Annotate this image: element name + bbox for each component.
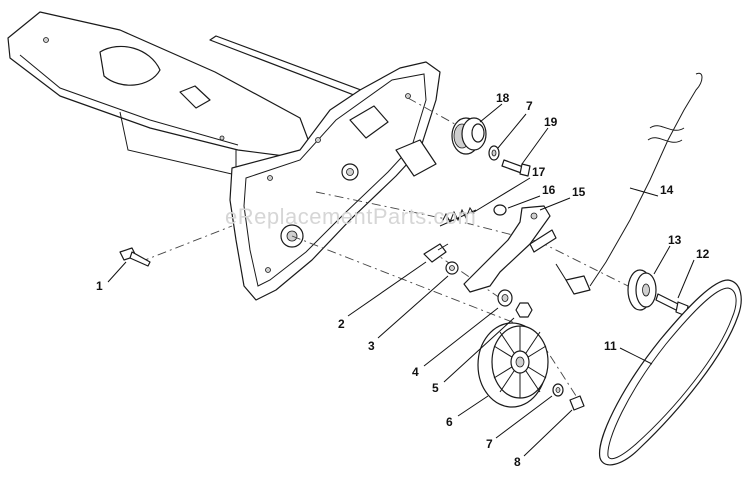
callout-1: 1 (96, 279, 103, 293)
assembly-lines (139, 97, 637, 403)
callout-11: 11 (604, 339, 617, 353)
callout-13: 13 (668, 233, 682, 247)
part-17-spring (439, 206, 477, 227)
part-8-bolt (569, 395, 585, 411)
watermark: eReplacementParts.com (225, 204, 476, 229)
callout-labels: 1 2 3 4 5 6 7 7 8 11 12 13 14 15 16 17 1… (96, 91, 710, 469)
part-5-nut (515, 302, 533, 318)
part-11-belt (598, 279, 742, 466)
part-4-bushing (497, 289, 513, 307)
part-1-bolt (119, 247, 151, 267)
callout-7-upper: 7 (526, 99, 533, 113)
part-7-washer-lower (552, 383, 564, 397)
callout-17: 17 (532, 165, 546, 179)
callout-3: 3 (368, 339, 375, 353)
part-2-lever (423, 243, 449, 263)
callout-19: 19 (544, 115, 558, 129)
part-6-pulley (477, 322, 549, 408)
callout-18: 18 (496, 91, 510, 105)
callout-14: 14 (660, 183, 674, 197)
part-3-washer (445, 261, 459, 275)
callout-4: 4 (412, 365, 419, 379)
part-15-bracket (463, 205, 557, 293)
part-19-bolt (501, 159, 531, 177)
callout-7-lower: 7 (486, 437, 493, 451)
callout-5: 5 (432, 381, 439, 395)
part-18-pulley (451, 117, 487, 155)
callout-2: 2 (338, 317, 345, 331)
callout-12: 12 (696, 247, 710, 261)
callout-15: 15 (572, 185, 586, 199)
callout-16: 16 (542, 183, 556, 197)
callout-8: 8 (514, 455, 521, 469)
part-14-cable (555, 72, 703, 295)
callout-6: 6 (446, 415, 453, 429)
housing-tube (7, 11, 313, 176)
part-13-pulley (627, 269, 657, 311)
part-7-washer-upper (488, 145, 500, 161)
leader-lines (107, 103, 695, 457)
part-16-spacer (493, 204, 507, 216)
